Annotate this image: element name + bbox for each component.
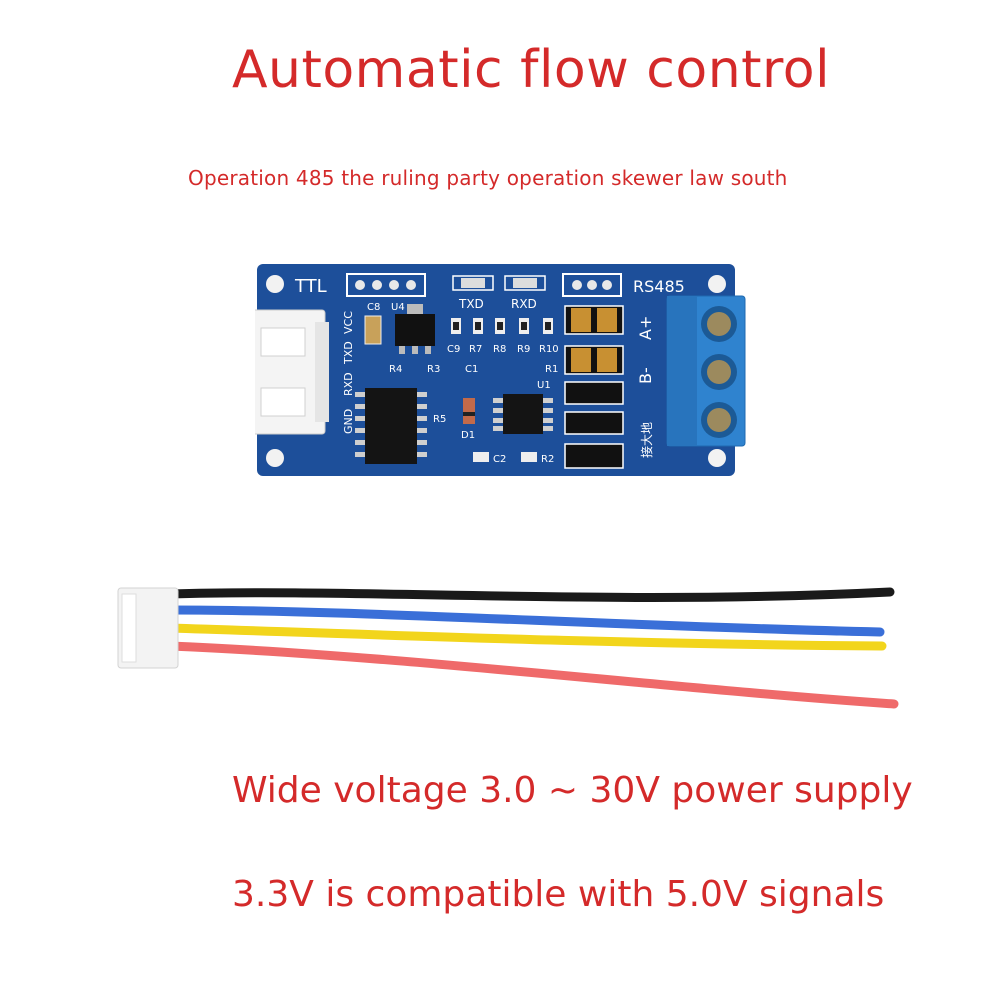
silk-label: R3 <box>427 364 440 375</box>
mounting-hole <box>266 275 284 293</box>
silk-label: R7 <box>469 344 482 355</box>
mounting-hole <box>266 449 284 467</box>
mounting-hole <box>708 449 726 467</box>
silk-label: R10 <box>539 344 559 355</box>
pin-label: VCC <box>342 311 355 334</box>
screw-icon <box>701 306 737 438</box>
cable-image <box>117 587 899 709</box>
silk-label: R8 <box>493 344 506 355</box>
silk-label: R5 <box>433 414 446 425</box>
silk-label: R4 <box>389 364 402 375</box>
rs485-module-image: TTL TXD RXD RS485 GND RXD TXD VCC C8 U4 <box>255 264 746 476</box>
ic-chip <box>503 394 543 434</box>
feature-text: 3.3V is compatible with 5.0V signals <box>232 874 885 915</box>
silk-label: C2 <box>493 454 506 465</box>
silk-label: C1 <box>465 364 478 375</box>
silk-label: C8 <box>367 302 380 313</box>
label-rs485: RS485 <box>633 277 685 296</box>
subtitle: Operation 485 the ruling party operation… <box>188 166 788 190</box>
terminal-label: B- <box>636 367 655 384</box>
feature-text: Wide voltage 3.0 ~ 30V power supply <box>232 770 913 811</box>
silk-label: U4 <box>391 302 405 313</box>
terminal-label: A+ <box>636 316 655 340</box>
page-title: Automatic flow control <box>231 40 831 100</box>
wire-red <box>165 641 899 709</box>
mounting-hole <box>708 275 726 293</box>
pin-label: GND <box>342 409 355 434</box>
label-rxd: RXD <box>511 297 537 311</box>
terminal-label: 接大地 <box>639 422 654 458</box>
label-ttl: TTL <box>294 276 327 297</box>
silk-label: D1 <box>461 430 475 441</box>
wire-black <box>165 587 895 602</box>
silk-label: R9 <box>517 344 530 355</box>
silk-label: U1 <box>537 380 551 391</box>
label-txd: TXD <box>458 297 484 311</box>
silk-label: R2 <box>541 454 554 465</box>
pin-label: RXD <box>342 372 355 396</box>
wire-yellow <box>165 623 887 651</box>
wire-blue <box>165 605 885 637</box>
silk-label: R1 <box>545 364 558 375</box>
ic-chip <box>365 388 417 464</box>
silk-label: C9 <box>447 344 460 355</box>
pin-label: TXD <box>342 341 355 365</box>
